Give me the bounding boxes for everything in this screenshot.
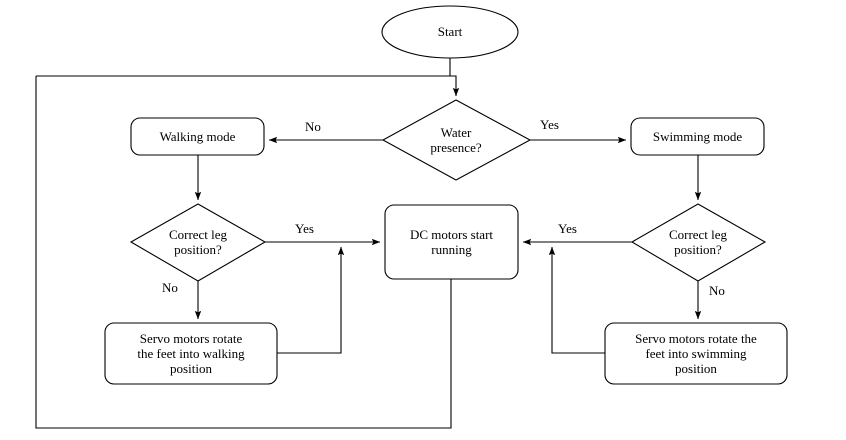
correct-leg-right-diamond bbox=[630, 203, 767, 282]
start-node-shape bbox=[381, 5, 519, 59]
walking-mode-box bbox=[130, 117, 265, 156]
edge-servo-walking-feedback bbox=[277, 246, 345, 354]
correct-leg-left-diamond bbox=[129, 203, 267, 282]
servo-swimming-box bbox=[604, 322, 788, 385]
edge-start-to-water bbox=[449, 58, 460, 97]
water-presence-diamond bbox=[381, 99, 532, 181]
servo-walking-box bbox=[104, 322, 278, 385]
edge-dc-to-outer-loop bbox=[35, 76, 452, 429]
dc-motors-box bbox=[384, 204, 519, 280]
swimming-mode-box bbox=[630, 117, 765, 156]
edge-servo-swimming-feedback bbox=[548, 246, 605, 354]
